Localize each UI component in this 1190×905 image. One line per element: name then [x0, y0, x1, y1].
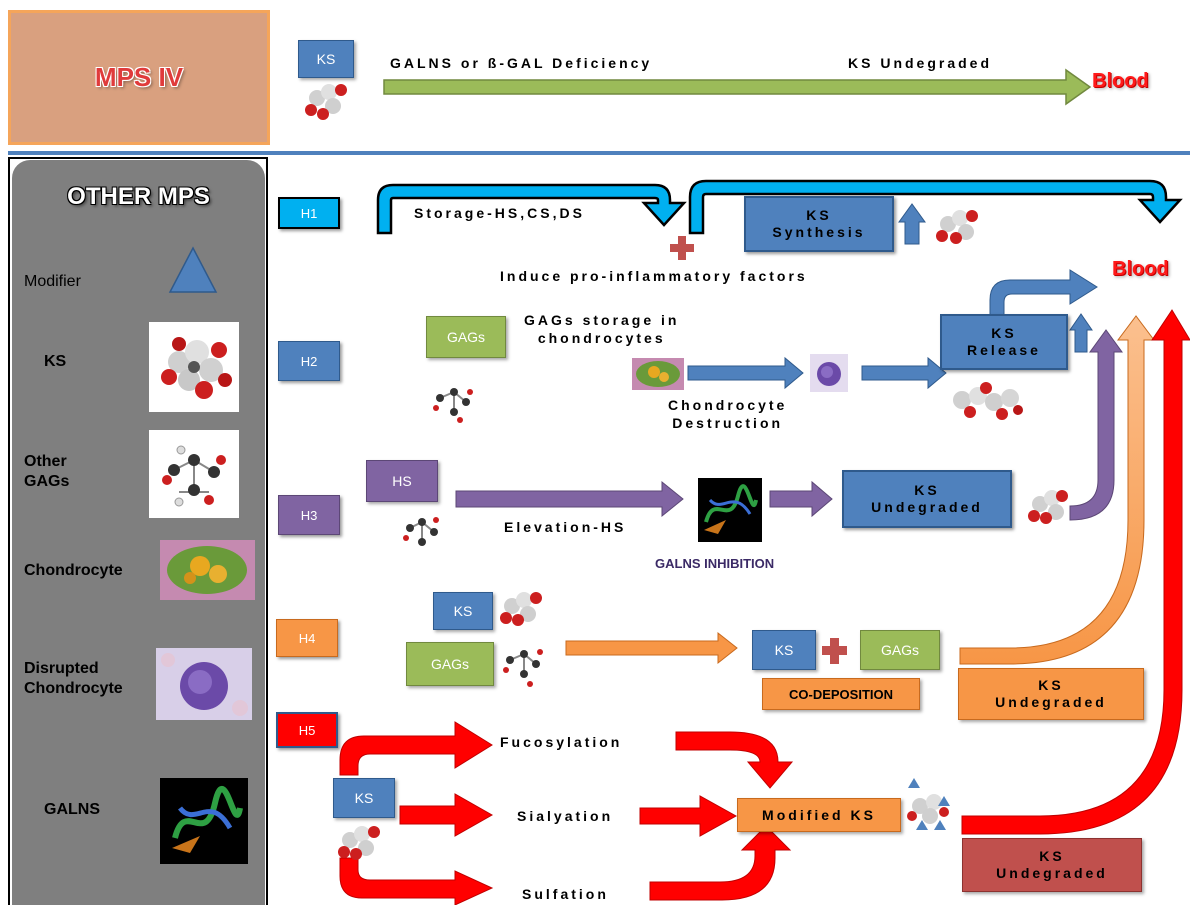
h2-ks-release-box: KS Release — [940, 314, 1068, 370]
ks-molecule-icon — [161, 337, 232, 399]
h2-ks-molecule-icon — [953, 382, 1023, 420]
h4-tag: H4 — [276, 619, 338, 657]
h1-tag: H1 — [278, 197, 340, 229]
h4-gags-box: GAGs — [406, 642, 494, 686]
h4-arrow-1 — [565, 631, 738, 665]
top-ks-box: KS — [298, 40, 354, 78]
h3-arrow-1 — [455, 480, 684, 518]
h5-ks-box: KS — [333, 778, 395, 818]
h2-arrow-1 — [687, 356, 804, 390]
h3-galns-protein-icon — [698, 478, 762, 542]
h2-blood-label: Blood — [1112, 258, 1169, 280]
h4-codeposition-box: CO-DEPOSITION — [762, 678, 920, 710]
h2-disrupted-chondrocyte-icon — [810, 354, 848, 392]
h1-ks-molecule-icon — [936, 210, 978, 244]
gag-molecule-thumb — [149, 430, 239, 518]
section-divider — [8, 151, 1190, 155]
h5-curve-sulf-to-modified — [649, 825, 792, 901]
h4-gags-box-2: GAGs — [860, 630, 940, 670]
h1-plus-icon — [670, 236, 694, 260]
h4-plus-icon — [822, 638, 847, 664]
h3-arrow-2 — [769, 480, 833, 518]
h2-curve-to-blood — [989, 269, 1098, 319]
h3-gag-molecule-icon — [403, 517, 439, 546]
sidebar-disrupted-chondrocyte-label: Disrupted Chondrocyte — [24, 660, 123, 697]
ks-molecule-thumb — [149, 322, 239, 412]
h3-ks-molecule-icon — [1028, 490, 1068, 524]
h2-gag-molecule-icon — [433, 388, 473, 423]
sidebar-galns-label: GALNS — [44, 801, 100, 818]
mps-iv-label: MPS IV — [94, 62, 184, 92]
h5-sulfation-text: Sulfation — [522, 886, 609, 902]
disrupted-chondrocyte-image — [156, 648, 252, 720]
h5-curve-fucosylation — [339, 721, 493, 776]
h5-arrow-sialyation — [399, 793, 494, 837]
h5-curve-fuco-to-modified — [675, 731, 794, 789]
h4-gag-molecule-icon — [503, 649, 543, 687]
h4-ks-undegraded-box: KS Undegraded — [958, 668, 1144, 720]
modifier-triangle-icon — [168, 246, 218, 293]
h3-inhibition-text: GALNS INHIBITION — [655, 556, 775, 571]
mps-iv-box: MPS IV — [8, 10, 270, 145]
h2-storage-text: GAGs storage in chondrocytes — [524, 312, 680, 346]
h1-ks-synthesis-box: KS Synthesis — [744, 196, 894, 252]
h3-hs-box: HS — [366, 460, 438, 502]
h2-tag: H2 — [278, 341, 340, 381]
top-blood-label: Blood — [1092, 70, 1149, 92]
top-undegraded-text: KS Undegraded — [848, 55, 993, 71]
h1-left-curve-arrow — [376, 183, 687, 235]
h5-arrow-sial-to-modified — [639, 795, 738, 837]
sidebar-title: OTHER MPS — [67, 183, 210, 210]
top-green-arrow — [383, 68, 1092, 106]
sidebar-chondrocyte-label: Chondrocyte — [24, 562, 123, 579]
h1-up-arrow — [898, 203, 926, 245]
h5-modified-ks-molecule-icon — [907, 778, 950, 830]
h4-ks-box-2: KS — [752, 630, 816, 670]
h2-chondrocyte-icon — [632, 358, 684, 390]
h5-sialyation-text: Sialyation — [517, 808, 614, 824]
h2-arrow-2 — [861, 356, 947, 390]
h5-fucosylation-text: Fucosylation — [500, 734, 623, 750]
h1-right-curve-arrow — [688, 179, 1183, 235]
h5-long-curve-up — [961, 309, 1190, 835]
h3-ks-undegraded-box: KS Undegraded — [842, 470, 1012, 528]
h1-inflammatory-text: Induce pro-inflammatory factors — [500, 268, 808, 284]
h4-ks-box: KS — [433, 592, 493, 630]
sidebar-ks-label: KS — [44, 353, 67, 370]
galns-protein-image — [160, 778, 248, 864]
h2-up-arrow — [1069, 313, 1093, 353]
h2-destruction-text: Chondrocyte Destruction — [668, 397, 788, 431]
h5-modified-ks-box: Modified KS — [737, 798, 901, 832]
deficiency-text: GALNS or ß-GAL Deficiency — [390, 55, 653, 71]
h1-storage-text: Storage-HS,CS,DS — [414, 205, 585, 221]
h4-ks-molecule-icon — [500, 592, 542, 626]
gag-molecule-icon — [162, 445, 226, 507]
top-ks-molecule-icon — [305, 84, 347, 120]
sidebar-other-gags-label: Other GAGs — [24, 453, 70, 490]
sidebar-modifier-label: Modifier — [24, 273, 81, 290]
h3-curve-up — [1069, 329, 1123, 521]
h5-tag: H5 — [276, 712, 338, 748]
h3-tag: H3 — [278, 495, 340, 535]
chondrocyte-image — [160, 540, 255, 600]
h5-ks-undegraded-box: KS Undegraded — [962, 838, 1142, 892]
h5-ks-molecule-icon — [338, 826, 380, 860]
h3-elevation-text: Elevation-HS — [504, 519, 627, 535]
h2-gags-box: GAGs — [426, 316, 506, 358]
h5-curve-sulfation — [339, 857, 494, 905]
